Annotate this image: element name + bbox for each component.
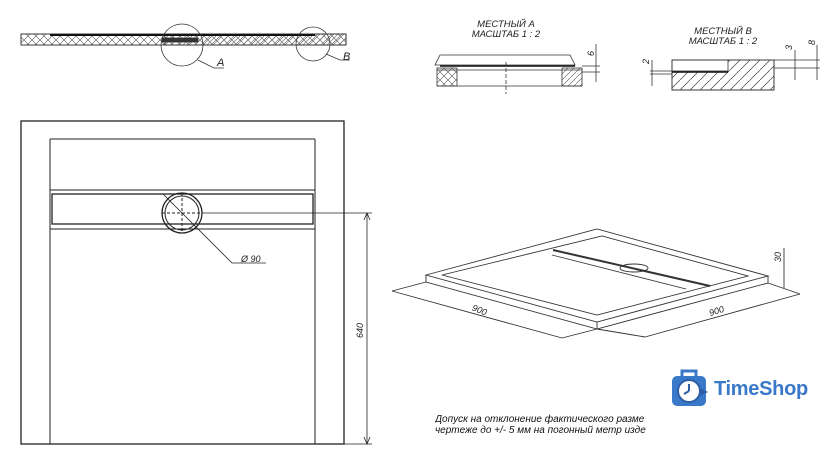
section-view	[20, 23, 350, 69]
iso-depth-label: 30	[773, 251, 783, 262]
detail-b-view	[650, 45, 820, 91]
detail-a-scale: МАСШТАБ 1 : 2	[471, 29, 541, 40]
clock-bag-icon	[672, 369, 708, 406]
detail-a-title-line1: МЕСТНЫЙ А	[477, 19, 535, 30]
note-line2: чертеже до +/- 5 мм на погонный метр изд…	[435, 425, 646, 436]
detail-b-dim-3: 3	[784, 44, 794, 50]
detail-b-dim-8: 8	[807, 39, 817, 45]
top-view	[20, 120, 372, 446]
drain-diameter-label: Ø 90	[241, 254, 261, 264]
detail-b-title: МЕСТНЫЙ В МАСШТАБ 1 : 2	[683, 27, 763, 47]
logo-brand-text: TimeShop	[714, 378, 808, 400]
tolerance-note: Допуск на отклонение фактического разме …	[435, 414, 655, 436]
detail-b-dim-2: 2	[641, 58, 651, 64]
detail-a-title: МЕСТНЫЙ А МАСШТАБ 1 : 2	[466, 20, 546, 40]
isometric-view	[391, 228, 801, 339]
height-dim-label: 640	[355, 322, 365, 338]
callout-a-label: A	[217, 57, 225, 69]
callout-b-label: B	[343, 51, 351, 63]
timeshop-logo[interactable]: TimeShop	[668, 366, 838, 414]
detail-a-dim-6: 6	[586, 50, 596, 56]
detail-b-scale: МАСШТАБ 1 : 2	[688, 36, 758, 47]
detail-b-title-line1: МЕСТНЫЙ В	[694, 26, 752, 37]
detail-a-view	[434, 44, 600, 94]
note-line1: Допуск на отклонение фактического разме	[435, 414, 645, 425]
